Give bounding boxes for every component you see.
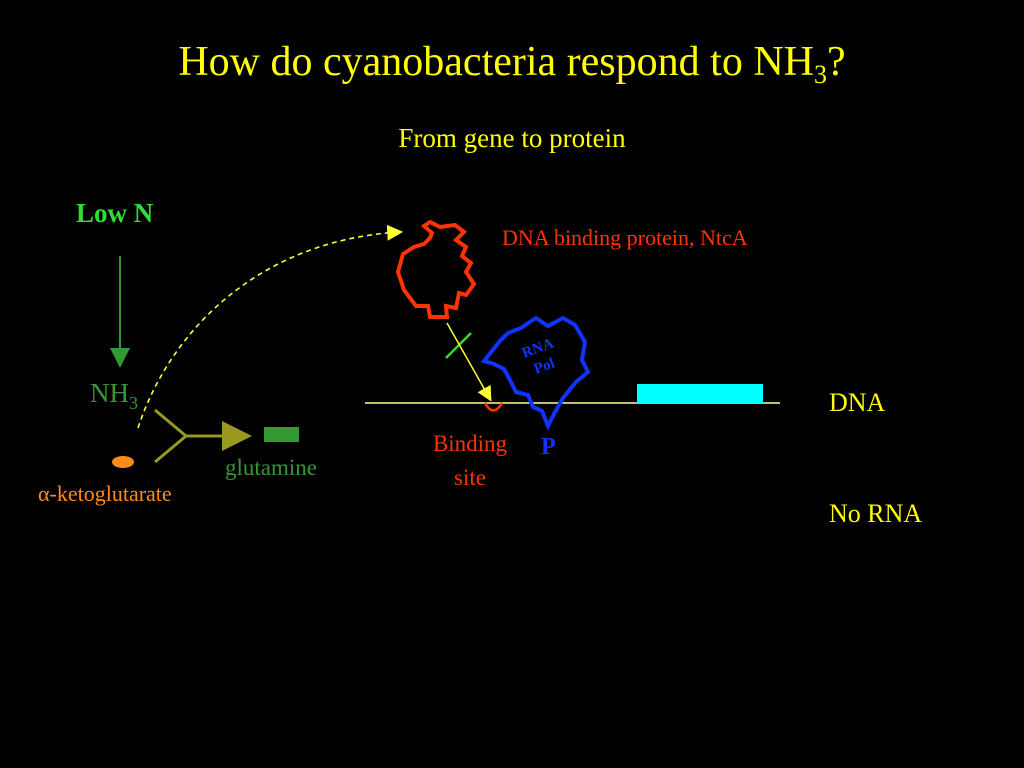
slide-subtitle: From gene to protein <box>398 123 626 153</box>
junction-upper-branch <box>154 408 187 438</box>
alpha-ketoglutarate-label: α-ketoglutarate <box>38 481 172 506</box>
alpha-ketoglutarate-shape <box>112 456 134 468</box>
gene-box <box>637 384 763 403</box>
rna-pol-label-line2: Pol <box>532 355 557 377</box>
signal-dashed-arrow <box>137 224 404 429</box>
nh3-label: NH3 <box>90 378 138 413</box>
glutamine-label: glutamine <box>225 455 317 480</box>
ntca-protein-shape <box>395 219 477 319</box>
inhibition-bar <box>445 332 472 359</box>
promoter-label: P <box>541 434 556 460</box>
no-rna-label: No RNA <box>829 499 923 528</box>
ntca-to-binding-arrow <box>446 322 492 402</box>
junction-lower-branch <box>154 434 187 464</box>
slide-title: How do cyanobacteria respond to NH3? <box>178 39 846 89</box>
dna-binding-protein-label: DNA binding protein, NtcA <box>502 225 748 250</box>
binding-site-label: Binding site <box>432 431 508 490</box>
glutamine-shape <box>264 427 299 442</box>
dna-label: DNA <box>829 388 886 417</box>
binding-site-shape <box>483 402 504 412</box>
low-n-label: Low N <box>76 198 154 228</box>
rna-pol-shape <box>480 315 591 431</box>
